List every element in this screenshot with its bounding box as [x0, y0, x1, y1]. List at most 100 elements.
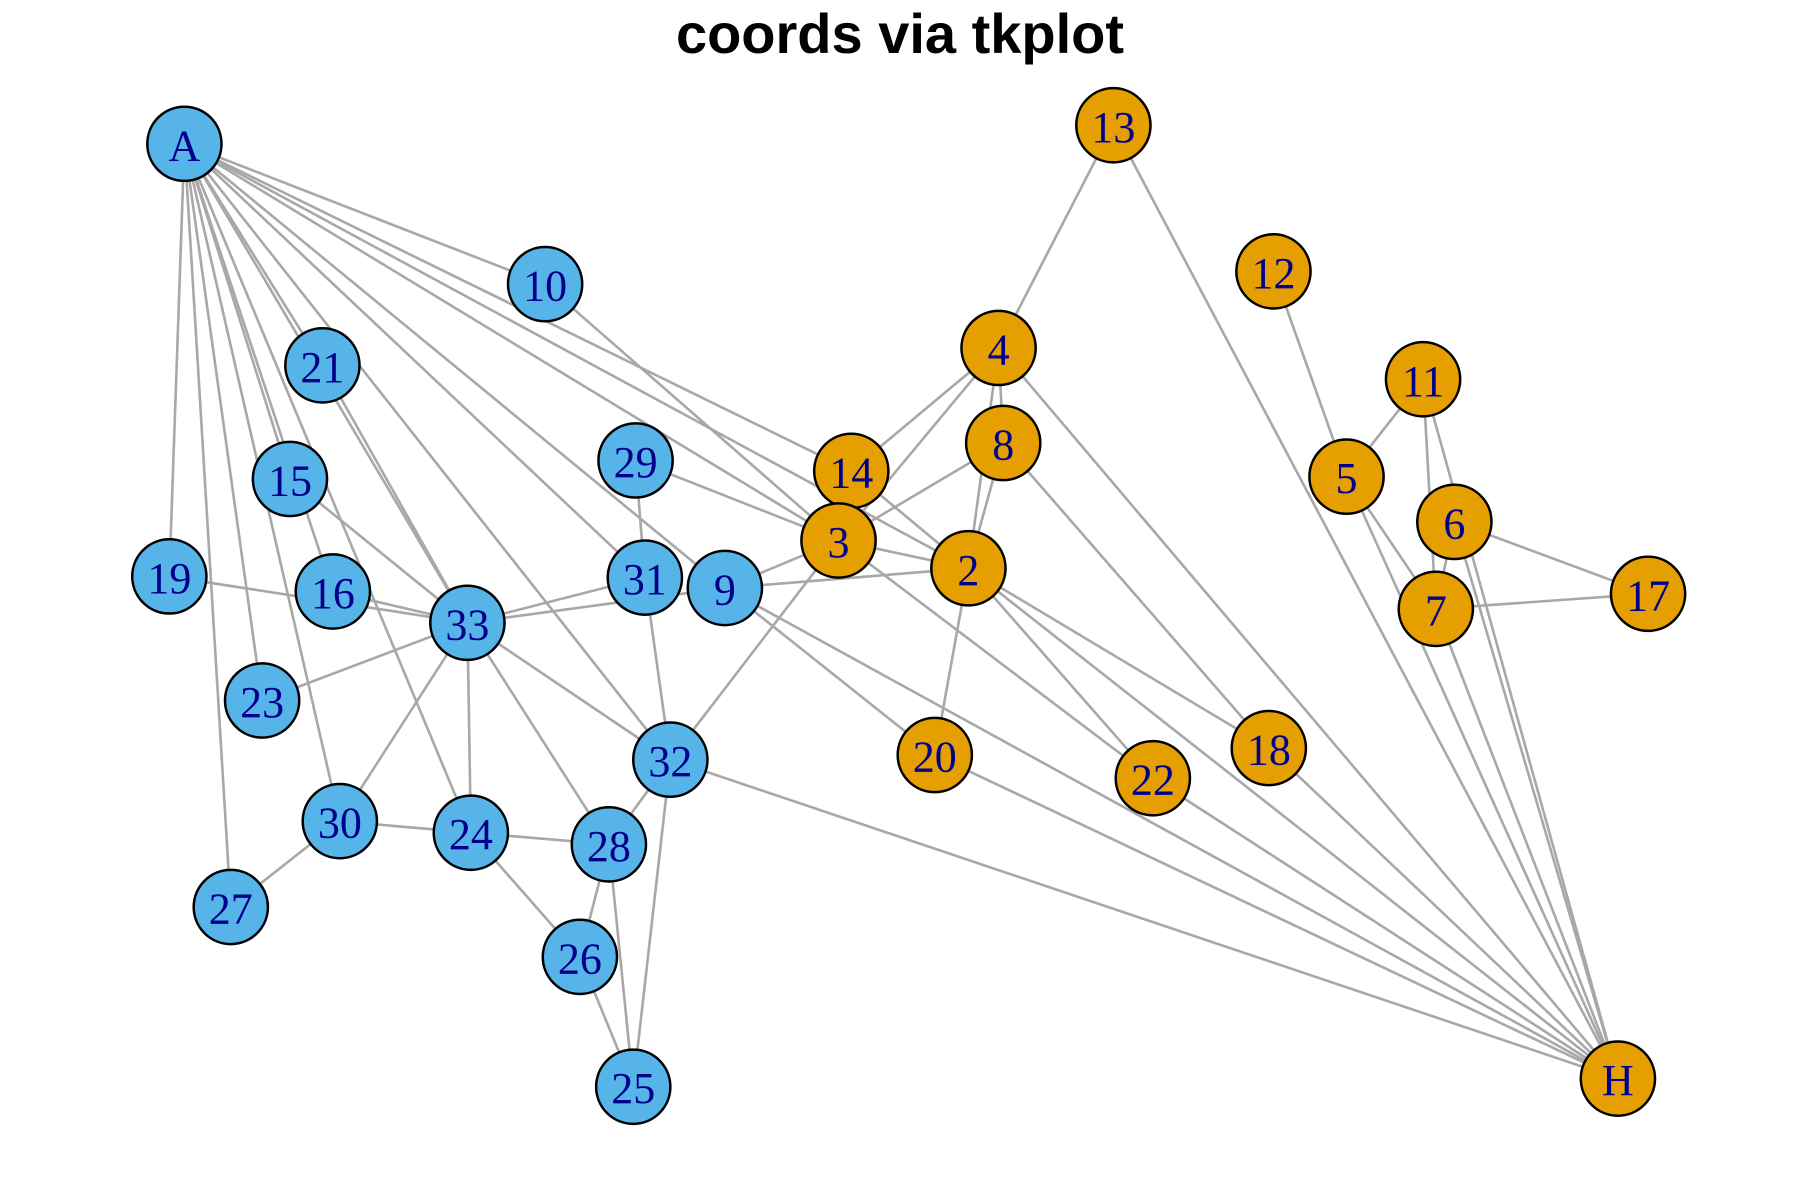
node-label-26: 26 [558, 934, 602, 983]
edge-4-3 [837, 347, 1000, 542]
node-31: 31 [606, 539, 684, 616]
node-9: 9 [686, 549, 764, 627]
node-circle-15 [251, 440, 329, 518]
edge-13-4 [997, 124, 1115, 349]
node-22: 22 [1114, 739, 1192, 817]
node-label-19: 19 [147, 554, 191, 603]
edge-A-9 [183, 142, 726, 590]
node-circle-12 [1235, 233, 1312, 310]
node-label-32: 32 [648, 737, 692, 786]
node-label-31: 31 [623, 555, 667, 604]
edge-18-H [1267, 747, 1619, 1080]
edge-32-33 [466, 621, 672, 761]
edge-2-18 [967, 567, 1270, 750]
node-25: 25 [594, 1048, 672, 1126]
page-title: coords via tkplot [675, 2, 1125, 65]
edges-layer [168, 124, 1649, 1088]
node-circle-20 [896, 716, 974, 794]
node-label-22: 22 [1131, 756, 1175, 805]
edge-32-3 [669, 539, 840, 761]
node-circle-25 [594, 1048, 672, 1126]
node-circle-21 [284, 326, 361, 404]
node-circle-27 [192, 868, 270, 946]
edge-A-24 [183, 143, 473, 834]
node-label-30: 30 [318, 799, 362, 848]
node-30: 30 [301, 782, 379, 860]
node-circle-6 [1416, 483, 1493, 561]
node-label-10: 10 [523, 262, 567, 311]
edge-3-22 [837, 539, 1154, 780]
edge-21-33 [321, 364, 469, 624]
edge-13-H [1112, 124, 1620, 1080]
node-label-8: 8 [992, 421, 1014, 470]
edge-8-18 [1002, 442, 1270, 749]
node-circle-5 [1308, 438, 1385, 516]
node-label-13: 13 [1091, 103, 1135, 152]
edge-A-3 [183, 142, 840, 542]
node-label-15: 15 [268, 456, 312, 505]
node-circle-23 [223, 662, 301, 739]
node-label-7: 7 [1425, 586, 1447, 635]
edge-2-H [967, 567, 1619, 1080]
node-circle-2 [930, 529, 1007, 607]
node-20: 20 [896, 716, 974, 794]
edge-A-15 [183, 143, 292, 480]
node-H: H [1579, 1040, 1657, 1117]
node-label-11: 11 [1402, 357, 1444, 406]
node-label-25: 25 [611, 1064, 655, 1113]
node-21: 21 [284, 326, 361, 404]
node-label-24: 24 [449, 810, 493, 859]
edge-28-25 [607, 844, 635, 1087]
node-circle-31 [606, 539, 684, 616]
node-circle-A [146, 105, 223, 183]
node-label-3: 3 [828, 518, 850, 567]
node-2: 2 [930, 529, 1007, 607]
node-label-17: 17 [1626, 571, 1670, 620]
node-23: 23 [223, 662, 301, 739]
node-3: 3 [800, 502, 877, 579]
node-6: 6 [1416, 483, 1493, 561]
edge-9-2 [724, 567, 969, 590]
node-label-21: 21 [300, 343, 344, 392]
node-circle-7 [1397, 570, 1475, 648]
edge-9-33 [467, 586, 726, 625]
node-10: 10 [506, 245, 584, 323]
node-circle-32 [631, 721, 709, 799]
node-12: 12 [1235, 233, 1312, 310]
node-19: 19 [130, 538, 208, 615]
node-8: 8 [964, 404, 1042, 482]
node-5: 5 [1308, 438, 1385, 516]
node-7: 7 [1397, 570, 1475, 648]
node-circle-4 [960, 309, 1037, 387]
node-label-5: 5 [1336, 454, 1358, 503]
node-label-H: H [1602, 1056, 1634, 1105]
node-A: A [146, 105, 223, 183]
node-circle-H [1579, 1040, 1657, 1117]
node-label-2: 2 [957, 546, 979, 595]
node-4: 4 [960, 309, 1037, 387]
node-label-6: 6 [1443, 499, 1465, 548]
node-label-12: 12 [1251, 249, 1295, 298]
node-circle-8 [964, 404, 1042, 482]
edge-6-H [1453, 521, 1620, 1079]
node-26: 26 [541, 918, 619, 996]
node-32: 32 [631, 721, 709, 799]
node-label-29: 29 [614, 438, 658, 487]
edge-A-32 [183, 143, 672, 761]
node-label-20: 20 [913, 733, 957, 782]
node-14: 14 [812, 432, 890, 510]
node-label-18: 18 [1247, 726, 1291, 775]
node-24: 24 [432, 794, 510, 872]
node-circle-18 [1230, 709, 1308, 787]
node-circle-9 [686, 549, 764, 627]
node-circle-19 [130, 538, 208, 615]
node-circle-33 [429, 584, 506, 662]
node-label-33: 33 [445, 600, 489, 649]
edge-A-23 [183, 143, 264, 701]
node-label-14: 14 [829, 448, 873, 497]
node-label-27: 27 [209, 884, 253, 933]
edge-32-25 [631, 759, 672, 1087]
edge-33-28 [466, 622, 610, 846]
node-circle-16 [294, 553, 372, 630]
